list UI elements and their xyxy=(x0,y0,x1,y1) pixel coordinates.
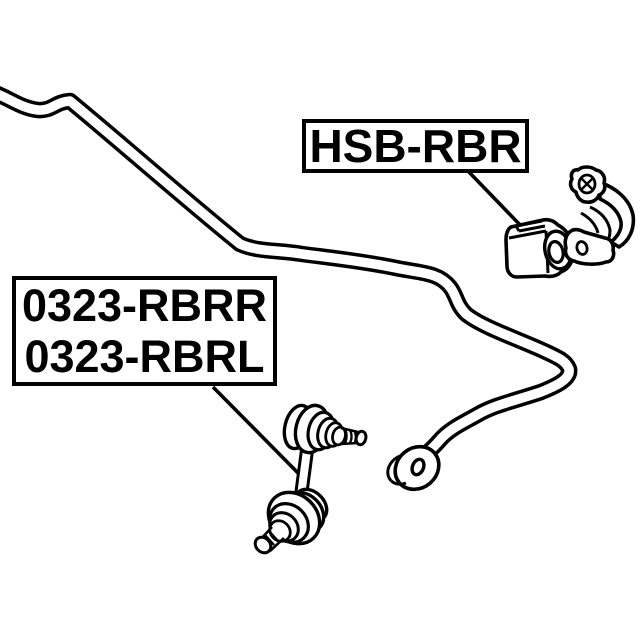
bracket-bottom-hole xyxy=(575,240,589,256)
eyelet-inner-rim xyxy=(386,454,407,486)
bracket-top-hole-cross xyxy=(580,177,594,191)
link-left-part-code: 0323-RBRL xyxy=(24,331,265,382)
bushing-part-code: HSB-RBR xyxy=(309,120,522,172)
bar-tube-fill xyxy=(0,89,574,463)
bracket-arch-contour-2 xyxy=(580,211,600,234)
top-stud-outline xyxy=(340,426,359,446)
leader-line-bushing xyxy=(466,169,525,230)
link-right-part-code: 0323-RBRR xyxy=(21,280,268,331)
top-stud-tip xyxy=(354,429,368,447)
bar-end-eyelet xyxy=(386,444,441,492)
bracket-bottom-tab xyxy=(563,227,616,266)
stabilizer-bar-drawing xyxy=(0,86,578,465)
link-bottom-ball-joint xyxy=(253,487,329,555)
label-box-links: 0323-RBRR 0323-RBRL xyxy=(12,276,277,386)
link-top-ball-joint xyxy=(282,403,368,455)
bushing-slit xyxy=(514,219,546,233)
stabilizer-bushing-drawing xyxy=(504,217,575,279)
bushing-bore-depth xyxy=(547,244,553,260)
stabilizer-link-drawing xyxy=(253,403,368,555)
eyelet-hole xyxy=(410,457,426,477)
leader-line-link xyxy=(211,385,301,476)
bushing-bracket-drawing xyxy=(563,165,636,266)
label-box-bushing: HSB-RBR xyxy=(302,119,529,173)
bushing-top-edge xyxy=(508,229,547,240)
bottom-stud-tip xyxy=(253,535,273,555)
